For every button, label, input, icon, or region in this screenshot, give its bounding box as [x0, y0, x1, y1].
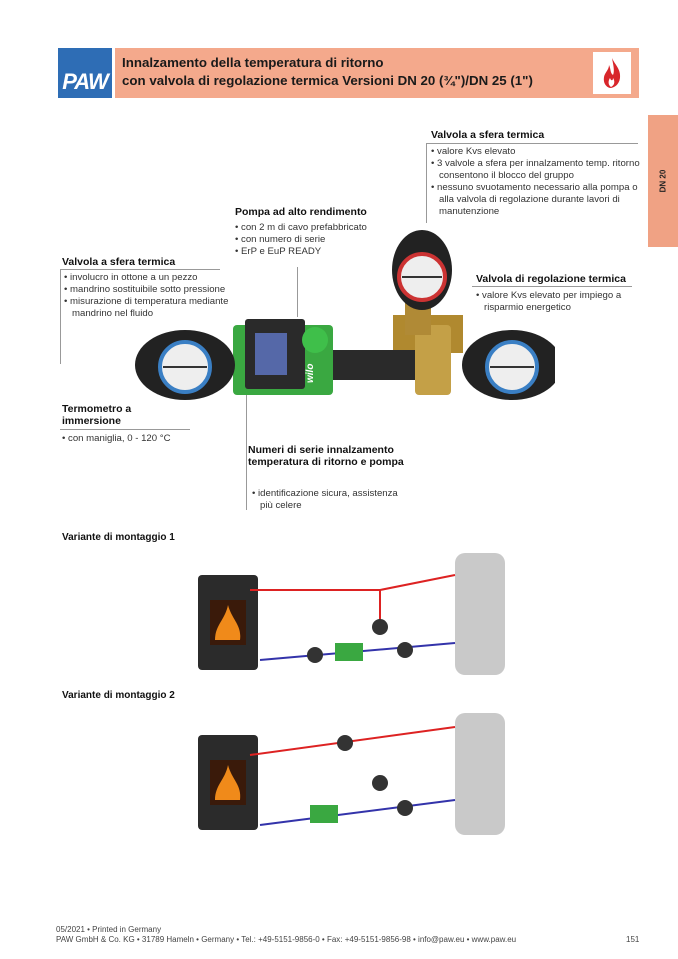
storage-tank-icon	[455, 553, 505, 675]
pump-brand: wilo	[305, 364, 316, 383]
callout-item: valore Kvs elevato per impiego a risparm…	[476, 290, 636, 314]
callout-list: valore Kvs elevato per impiego a risparm…	[476, 290, 636, 314]
paw-logo: PAW	[58, 48, 112, 98]
callout-title: Valvola a sfera termica	[62, 256, 176, 268]
callout-title: Numeri di serie innalzamento temperatura…	[248, 444, 404, 468]
title-band: Innalzamento della temperatura di ritorn…	[115, 48, 639, 98]
variant-1-label: Variante di montaggio 1	[62, 532, 175, 543]
callout-title: Termometro a immersione	[62, 403, 132, 427]
callout-item: nessuno svuotamento necessario alla pomp…	[431, 182, 641, 218]
callout-item: mandrino sostituibile sotto pressione	[64, 284, 234, 296]
callout-title: Valvola a sfera termica	[431, 129, 545, 141]
callout-list: involucro in ottone a un pezzo mandrino …	[64, 272, 234, 320]
variant-1-diagram	[198, 553, 505, 675]
callout-item: involucro in ottone a un pezzo	[64, 272, 234, 284]
callout-title: Valvola di regolazione termica	[476, 273, 626, 285]
side-tab-label: DN 20	[658, 169, 668, 193]
callout-list: con 2 m di cavo prefabbricato con numero…	[235, 222, 415, 258]
variant-2-diagram	[198, 713, 505, 835]
storage-tank-icon	[455, 713, 505, 835]
side-tab: DN 20	[648, 115, 678, 247]
callout-list: valore Kvs elevato 3 valvole a sfera per…	[431, 146, 641, 218]
callout-item: con numero di serie	[235, 234, 415, 246]
logo-text: PAW	[62, 69, 108, 94]
flame-icon	[593, 52, 631, 94]
callout-item: identificazione sicura, assistenza più c…	[252, 488, 412, 512]
callout-item: 3 valvole a sfera per innalzamento temp.…	[431, 158, 641, 182]
callout-item: con 2 m di cavo prefabbricato	[235, 222, 415, 234]
callout-item: con maniglia, 0 - 120 °C	[62, 433, 222, 445]
page-title-line1: Innalzamento della temperatura di ritorn…	[122, 55, 384, 70]
footer-line1: 05/2021 • Printed in Germany	[56, 925, 162, 934]
callout-title: Pompa ad alto rendimento	[235, 206, 367, 218]
page-title-line2: con valvola di regolazione termica Versi…	[122, 73, 533, 88]
callout-item: misurazione di temperatura mediante mand…	[64, 296, 234, 320]
callout-list: con maniglia, 0 - 120 °C	[62, 433, 222, 445]
callout-list: identificazione sicura, assistenza più c…	[252, 488, 412, 512]
variant-2-label: Variante di montaggio 2	[62, 690, 175, 701]
callout-item: valore Kvs elevato	[431, 146, 641, 158]
control-valve-body	[415, 325, 451, 395]
page-number: 151	[626, 935, 640, 944]
footer-line2: PAW GmbH & Co. KG • 31789 Hameln • Germa…	[56, 935, 517, 944]
callout-item: ErP e EuP READY	[235, 246, 415, 258]
